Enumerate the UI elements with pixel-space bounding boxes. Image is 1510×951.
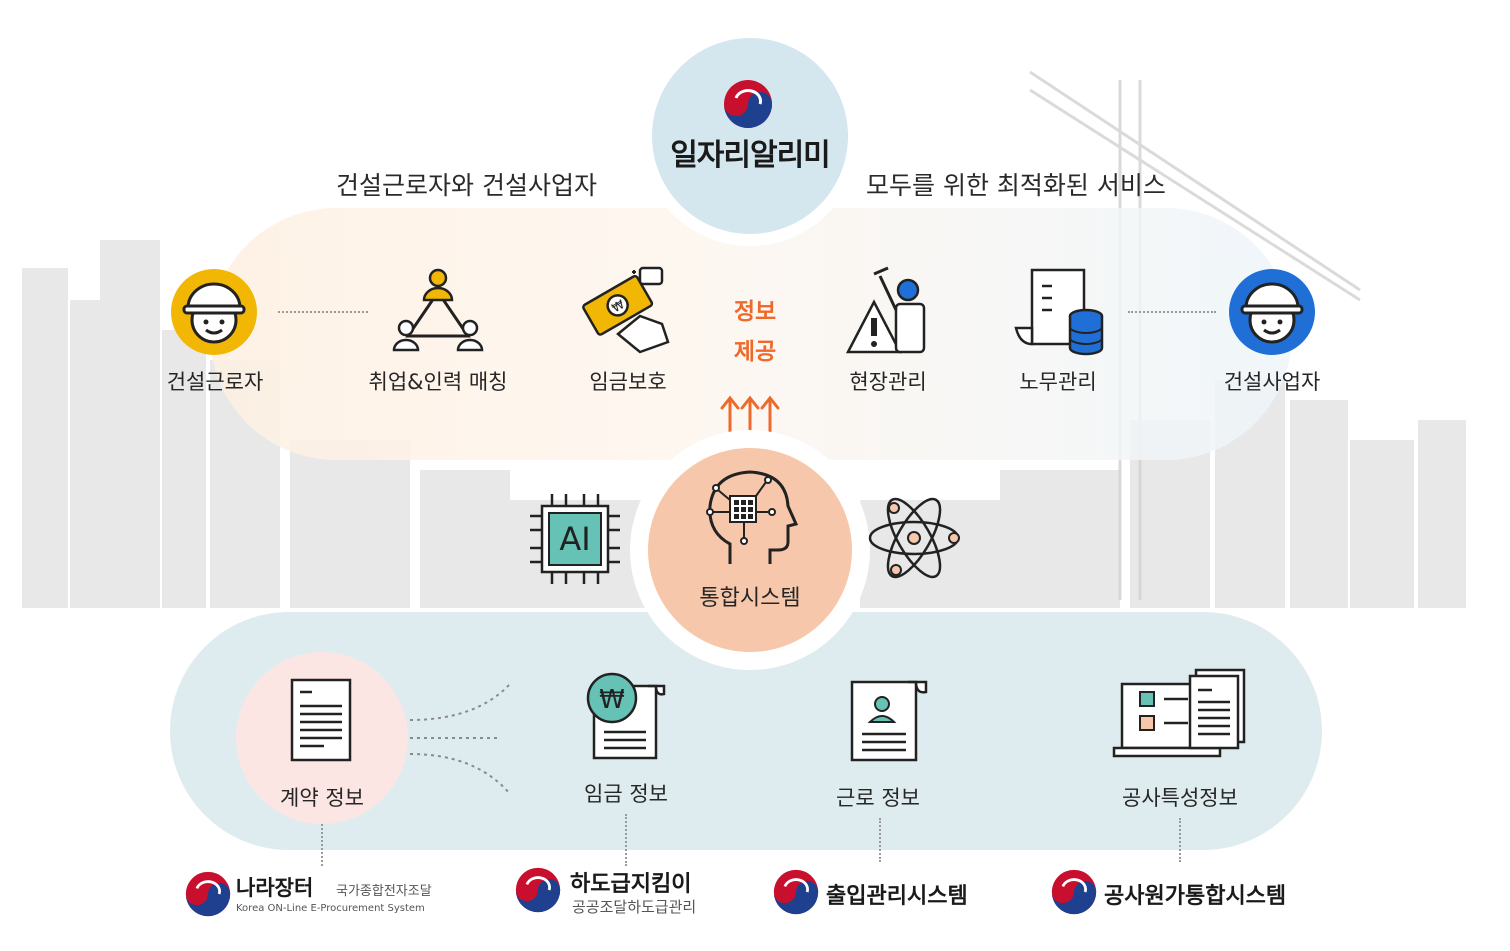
atom-icon	[868, 497, 960, 579]
dotted-connector	[321, 824, 323, 866]
labor-database-icon	[1014, 268, 1104, 356]
profile-document-icon	[850, 680, 928, 762]
dotted-connector	[879, 818, 881, 862]
source-sub-narajangteo-en: Korea ON-Line E-Procurement System	[236, 903, 425, 914]
matching-triangle-icon	[392, 268, 484, 352]
wage-hand-icon: ₩	[582, 266, 670, 354]
headline-right: 모두를 위한 최적화된 서비스	[866, 171, 1166, 200]
contract-document-icon	[290, 678, 352, 762]
ai-chip-text: AI	[559, 520, 590, 558]
source-name-narajangteo: 나라장터	[236, 876, 314, 900]
won-document-icon: ₩	[586, 672, 666, 760]
site-manager-icon	[845, 266, 926, 354]
dotted-connector	[278, 311, 368, 313]
government-emblem-icon	[724, 80, 772, 128]
top-item-label-worker: 건설근로자	[166, 370, 264, 394]
worker-helmet-blue-icon	[1229, 269, 1315, 355]
ai-head-icon	[706, 470, 799, 564]
svg-text:₩: ₩	[599, 685, 625, 715]
dotted-connector	[625, 814, 627, 866]
top-item-label-matching: 취업&인력 매칭	[368, 370, 508, 394]
top-item-label-site: 현장관리	[849, 370, 927, 394]
bottom-item-label-construction: 공사특성정보	[1122, 786, 1238, 810]
source-name-access: 출입관리시스템	[826, 884, 968, 909]
dotted-connector	[1179, 818, 1181, 862]
dotted-connector	[1128, 311, 1216, 313]
bottom-item-label-work: 근로 정보	[836, 786, 920, 810]
info-provide-line-2: 제공	[733, 339, 777, 365]
core-circle	[648, 448, 852, 652]
ai-chip-icon: AI	[530, 494, 620, 584]
government-emblem-icon	[1051, 869, 1097, 915]
top-item-label-wage: 임금보호	[589, 370, 667, 394]
headline-left: 건설근로자와 건설사업자	[336, 171, 597, 200]
flow-lines	[409, 683, 511, 795]
government-emblem-icon	[773, 869, 819, 915]
worker-helmet-yellow-icon	[171, 269, 257, 355]
source-name-cost: 공사원가통합시스템	[1104, 884, 1287, 909]
info-provide-line-1: 정보	[733, 299, 777, 325]
checklist-laptop-icon	[1112, 668, 1246, 758]
source-sub-subcontract: 공공조달하도급관리	[572, 898, 697, 916]
source-sub-narajangteo-ko: 국가종합전자조달	[336, 884, 432, 899]
service-logo-circle	[652, 38, 848, 234]
top-item-label-business: 건설사업자	[1223, 370, 1321, 394]
government-emblem-icon	[185, 871, 231, 917]
government-emblem-icon	[515, 867, 561, 913]
bottom-item-label-wage: 임금 정보	[584, 782, 668, 806]
service-title: 일자리알리미	[670, 138, 831, 173]
core-label: 통합시스템	[699, 586, 801, 611]
info-provide-text: 정보 제공	[720, 292, 790, 372]
source-name-subcontract: 하도급지킴이	[570, 872, 692, 897]
top-item-label-labor: 노무관리	[1019, 370, 1097, 394]
bottom-item-label-contract: 계약 정보	[280, 786, 364, 810]
